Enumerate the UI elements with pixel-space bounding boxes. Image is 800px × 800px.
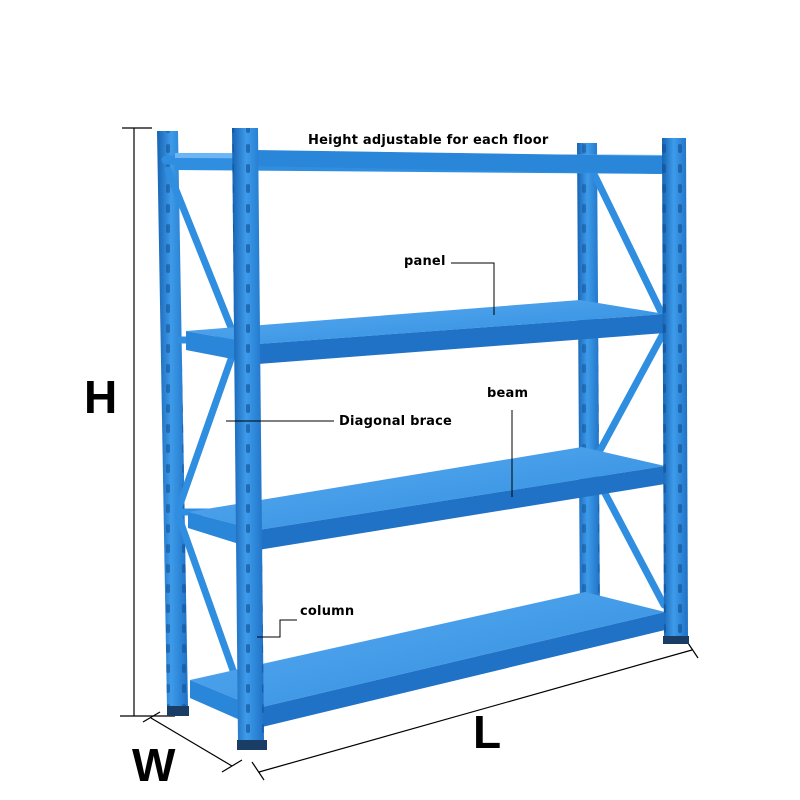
front-right-column (662, 138, 689, 644)
back-right-column (577, 143, 600, 620)
panel-leader (451, 262, 495, 315)
label-column: column (300, 604, 355, 619)
dimension-label-width: W (132, 739, 176, 791)
back-left-column (157, 131, 188, 708)
label-beam: beam (487, 386, 529, 401)
width-dimension-line (150, 717, 233, 767)
column-leader (257, 619, 297, 638)
label-height-adjustable: Height adjustable for each floor (308, 133, 549, 148)
leader-lines (226, 262, 513, 638)
right-diagonal-braces (591, 172, 668, 609)
dimension-lines (120, 127, 699, 781)
length-dimension-line (258, 649, 693, 773)
length-tick-left (251, 761, 265, 781)
front-left-column (232, 128, 267, 750)
top-beam (175, 150, 668, 174)
width-tick-left (142, 711, 161, 723)
width-tick-right (221, 759, 243, 773)
back-left-foot (167, 706, 189, 716)
label-panel: panel (404, 254, 446, 269)
dimension-label-length: L (473, 706, 502, 758)
dimension-label-height: H (84, 371, 118, 423)
label-diagonal-brace: Diagonal brace (339, 414, 453, 429)
